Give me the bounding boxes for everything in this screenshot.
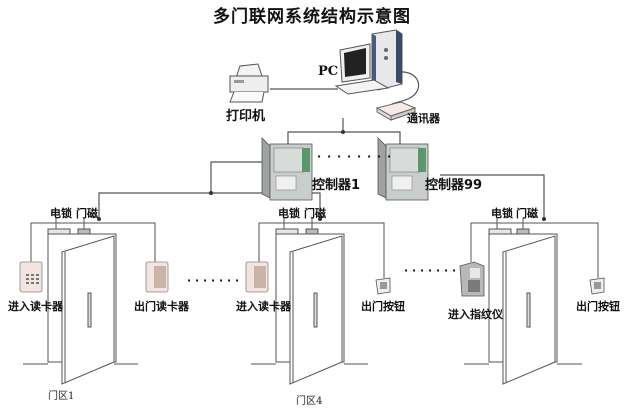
communicator-label: 通讯器 xyxy=(407,112,440,125)
door4-electric-lock xyxy=(275,228,299,235)
door-zone-4 xyxy=(251,218,385,385)
network-wires xyxy=(98,71,545,218)
door-zone-3 xyxy=(464,218,599,385)
door3-handle xyxy=(526,292,531,328)
door1-entry-device-label: 进入读卡器 xyxy=(8,300,63,313)
door-ellipsis-1: · · · · · · · xyxy=(187,274,240,287)
controller-ellipsis: · · · · · · · · xyxy=(317,150,393,163)
pc-icon xyxy=(334,29,403,95)
exit-button-4-icon xyxy=(375,277,391,295)
door3-sensor-label: 门磁 xyxy=(516,207,538,220)
printer-label: 打印机 xyxy=(226,109,266,124)
door1-lock-label: 电锁 xyxy=(50,207,72,220)
controller1-to-door1 xyxy=(98,161,264,218)
door1-sensor-label: 门磁 xyxy=(76,207,98,220)
door-ellipsis-2: · · · · · · · xyxy=(404,264,457,277)
door4-wiring xyxy=(258,222,385,278)
door4-lock-label: 电锁 xyxy=(278,207,300,220)
door-zone-4-label: 门区4 xyxy=(296,396,323,407)
controller99-to-door3 xyxy=(440,174,545,218)
door3-exit-device-label: 出门按钮 xyxy=(576,300,620,313)
door-zone-1 xyxy=(23,218,156,385)
door4-exit-device-label: 出门按钮 xyxy=(361,300,405,313)
junction-dots xyxy=(97,130,546,221)
door1-electric-lock xyxy=(47,228,71,235)
door4-door-sensor xyxy=(305,228,319,235)
door4-handle xyxy=(313,292,318,328)
controller-1-icon xyxy=(261,137,313,201)
door1-wiring xyxy=(30,222,156,262)
controller-99-label: 控制器99 xyxy=(425,178,483,193)
door3-wiring xyxy=(470,222,599,278)
printer-icon xyxy=(229,63,269,103)
door-zone-1-label: 门区1 xyxy=(48,391,75,402)
pc-label: PC xyxy=(318,64,339,79)
door4-entry-device-label: 进入读卡器 xyxy=(236,300,291,313)
controller-99-icon xyxy=(377,137,429,201)
door3-electric-lock xyxy=(488,228,512,235)
entry-card-reader-1-icon xyxy=(19,261,43,293)
door3-lock-label: 电锁 xyxy=(491,207,513,220)
door3-door-sensor xyxy=(516,228,530,235)
exit-card-reader-1-icon xyxy=(145,261,169,293)
exit-button-3-icon xyxy=(589,277,605,295)
entry-fingerprint-reader-icon xyxy=(459,261,485,297)
diagram-title: 多门联网系统结构示意图 xyxy=(213,7,411,27)
door4-sensor-label: 门磁 xyxy=(304,207,326,220)
door1-exit-device-label: 出门读卡器 xyxy=(134,300,189,313)
door1-door-sensor xyxy=(77,228,91,235)
communicator-icon xyxy=(375,101,417,121)
controller1-to-door4 xyxy=(211,192,321,218)
door1-handle xyxy=(87,292,92,328)
door3-entry-device-label: 进入指纹仪 xyxy=(448,308,503,321)
controller-1-label: 控制器1 xyxy=(312,178,361,193)
entry-card-reader-4-icon xyxy=(245,261,269,293)
